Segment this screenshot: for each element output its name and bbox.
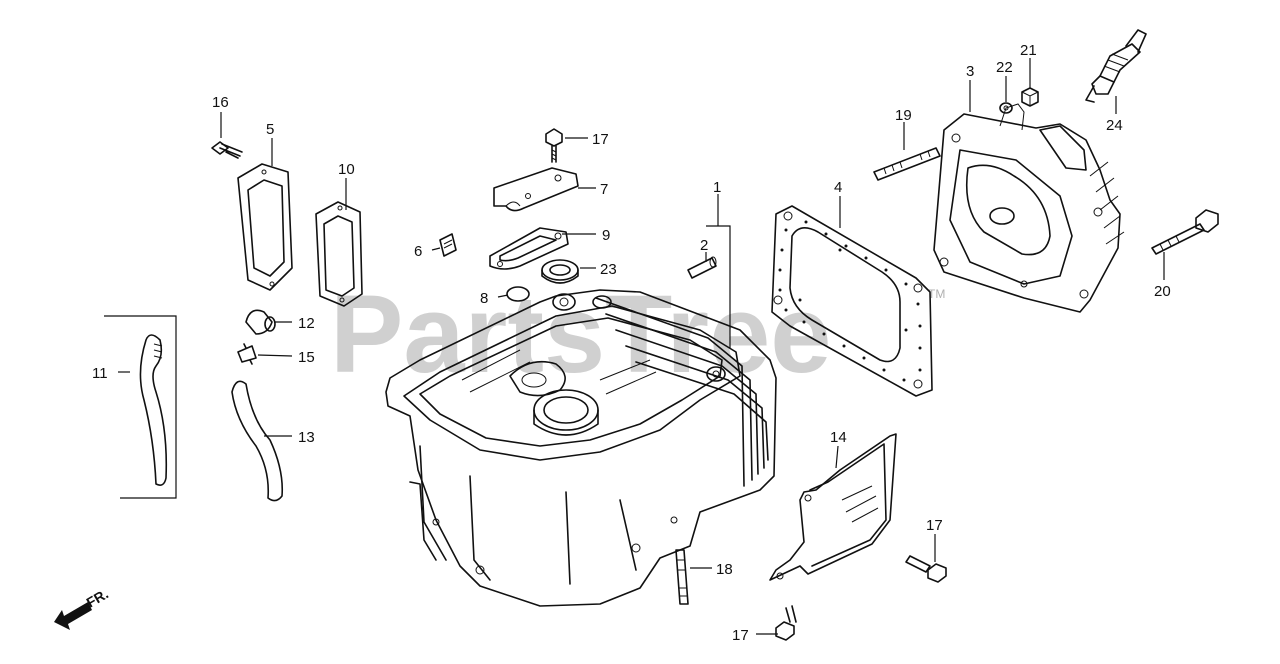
- callout-23: 23: [600, 261, 617, 278]
- callout-12: 12: [298, 315, 315, 332]
- callout-24: 24: [1106, 117, 1123, 134]
- callout-labels: 1 2 3 4 5 6 7 8 9 10 11 12 13 14 15 16 1…: [92, 42, 1171, 644]
- watermark: PartsTree TM: [330, 273, 945, 396]
- bolt-17-right[interactable]: [905, 555, 947, 583]
- cover-14[interactable]: [769, 433, 897, 581]
- bolt-17-top[interactable]: [545, 128, 563, 163]
- dowel-pin-2[interactable]: [687, 256, 717, 279]
- callout-17-top: 17: [592, 131, 609, 148]
- callout-11: 11: [92, 365, 108, 382]
- hose-13[interactable]: [231, 380, 284, 502]
- gasket-5[interactable]: [237, 163, 293, 291]
- leader-lines: [118, 58, 1165, 635]
- callout-9: 9: [602, 227, 610, 244]
- nut-21[interactable]: [1021, 87, 1039, 107]
- watermark-text: PartsTree: [330, 273, 831, 396]
- hose-11[interactable]: [104, 315, 177, 499]
- callout-2: 2: [700, 237, 708, 254]
- bolt-17-bottom[interactable]: [775, 605, 797, 641]
- callout-6: 6: [414, 243, 422, 260]
- front-direction-arrow: FR.: [54, 585, 111, 630]
- nipple-15[interactable]: [237, 343, 257, 365]
- callout-22: 22: [996, 59, 1013, 76]
- cylinder-head-3[interactable]: [933, 103, 1125, 313]
- head-gasket-4[interactable]: [771, 205, 933, 397]
- stud-18[interactable]: [675, 549, 689, 605]
- callout-21: 21: [1020, 42, 1037, 59]
- spark-plug-24[interactable]: [1085, 29, 1147, 103]
- watermark-trademark: TM: [928, 287, 945, 301]
- gasket-10[interactable]: [315, 201, 363, 307]
- callout-16: 16: [212, 94, 229, 111]
- callout-7: 7: [600, 181, 608, 198]
- stud-19[interactable]: [873, 147, 941, 181]
- elbow-12[interactable]: [245, 309, 276, 335]
- gasket-9[interactable]: [489, 227, 569, 270]
- callout-20: 20: [1154, 283, 1171, 300]
- callout-15: 15: [298, 349, 315, 366]
- plug-8[interactable]: [506, 286, 530, 302]
- cylinder-barrel-1[interactable]: [385, 289, 777, 607]
- callout-17-bottom: 17: [732, 627, 749, 644]
- callout-19: 19: [895, 107, 912, 124]
- callout-8: 8: [480, 290, 488, 307]
- plate-7[interactable]: [493, 167, 579, 212]
- oil-seal-23[interactable]: [541, 259, 579, 284]
- callout-3: 3: [966, 63, 974, 80]
- bolt-16[interactable]: [211, 141, 243, 159]
- callout-4: 4: [834, 179, 842, 196]
- callout-18: 18: [716, 561, 733, 578]
- bolt-20[interactable]: [1151, 209, 1219, 255]
- washer-22[interactable]: [999, 102, 1013, 114]
- callout-10: 10: [338, 161, 355, 178]
- cap-6[interactable]: [439, 233, 457, 257]
- callout-14: 14: [830, 429, 847, 446]
- callout-1: 1: [713, 179, 721, 196]
- callout-17-right: 17: [926, 517, 943, 534]
- callout-5: 5: [266, 121, 274, 138]
- callout-13: 13: [298, 429, 315, 446]
